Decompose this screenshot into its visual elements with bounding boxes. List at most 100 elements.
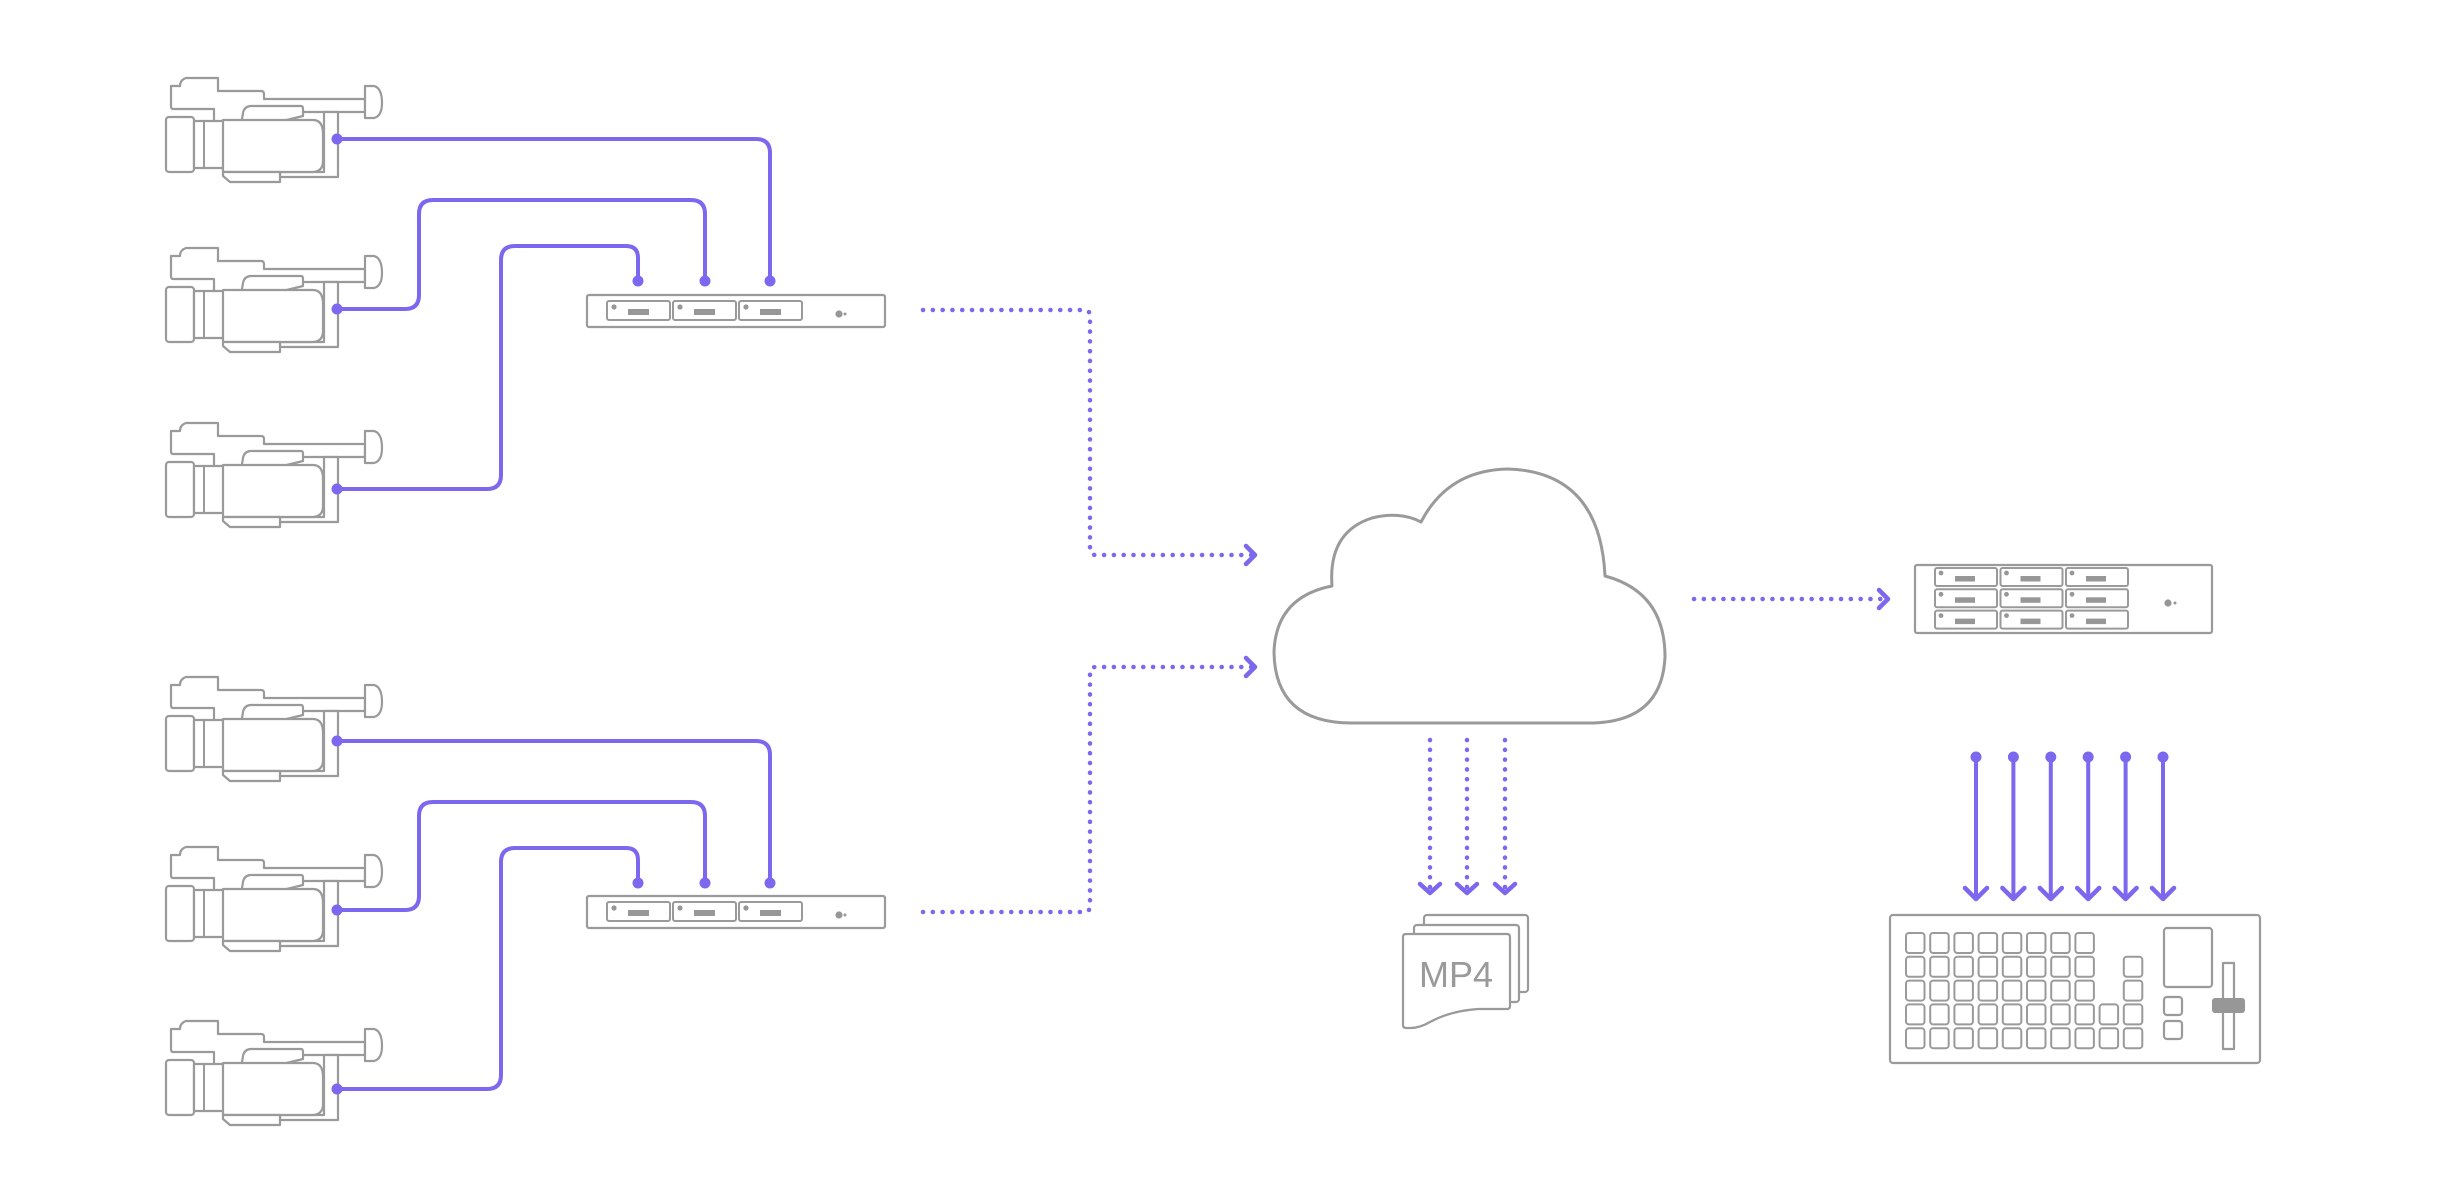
switcher-key xyxy=(1905,932,1926,954)
arrow-down-icon xyxy=(1492,881,1518,896)
connector-dot xyxy=(632,275,644,287)
switcher-key xyxy=(2026,1003,2047,1026)
video-switcher-icon xyxy=(1888,913,2262,1065)
camera-cables-top xyxy=(331,133,776,495)
switcher-key xyxy=(2050,979,2071,1002)
module-slot xyxy=(2086,576,2106,582)
module-slot xyxy=(2020,576,2041,582)
power-led xyxy=(2164,599,2172,607)
switcher-key xyxy=(2026,979,2047,1002)
connector-dot xyxy=(632,877,644,889)
arrow-right-icon xyxy=(1243,655,1258,679)
switcher-key xyxy=(2050,932,2071,954)
rack-decoder-icon xyxy=(1913,563,2214,635)
switcher-key xyxy=(2098,1003,2120,1026)
module-led xyxy=(1938,613,1944,618)
switcher-key xyxy=(2001,932,2023,954)
connector-dot xyxy=(2007,751,2019,763)
switcher-key xyxy=(2050,1003,2071,1026)
switcher-key xyxy=(2074,979,2095,1002)
mp4-file-stack-icon: MP4 xyxy=(1401,913,1530,1030)
switcher-inputs xyxy=(1962,751,2177,902)
module-led xyxy=(2004,613,2009,618)
switcher-key xyxy=(2026,932,2047,954)
switcher-key xyxy=(1929,932,1950,954)
connector-dot xyxy=(699,877,711,889)
switcher-key xyxy=(1929,1027,1950,1050)
rack-encoder-icon xyxy=(585,293,887,329)
module-led xyxy=(2069,570,2075,576)
module-slot xyxy=(2020,597,2041,603)
camera-group-bottom xyxy=(164,675,384,1127)
switcher-key xyxy=(2026,1027,2047,1050)
connector-dot xyxy=(699,275,711,287)
camera-cables-bottom xyxy=(331,735,776,1095)
switcher-key xyxy=(1953,1003,1974,1026)
switcher-key xyxy=(2001,1003,2023,1026)
switcher-key xyxy=(1929,1003,1950,1026)
connector-dot xyxy=(331,735,343,747)
switcher-key xyxy=(1953,932,1974,954)
video-camera-icon xyxy=(164,246,384,354)
arrow-down-icon xyxy=(2149,885,2177,902)
camera-group-top xyxy=(164,76,384,529)
video-camera-icon xyxy=(164,421,384,529)
switcher-key xyxy=(1953,1027,1974,1050)
connector-dot xyxy=(2045,751,2057,763)
module-slot xyxy=(2086,597,2106,603)
stream-link-top xyxy=(920,307,1257,558)
arrow-down-icon xyxy=(2000,885,2027,902)
switcher-key xyxy=(2122,1027,2144,1050)
arrow-down-icon xyxy=(1454,881,1480,896)
switcher-key xyxy=(1905,955,1926,978)
rack-encoder-icon xyxy=(585,894,887,930)
switcher-key xyxy=(1905,1003,1926,1026)
connector-dot xyxy=(331,303,343,315)
power-led xyxy=(2173,601,2177,605)
video-camera-icon xyxy=(164,845,384,953)
cable-camera-6 xyxy=(335,846,640,1091)
arrow-down-icon xyxy=(1962,885,1990,902)
switcher-key xyxy=(2122,979,2144,1002)
module-slot xyxy=(1955,618,1975,625)
connector-dot xyxy=(331,483,343,495)
module-slot xyxy=(1955,597,1975,603)
switcher-key xyxy=(1977,955,1999,978)
cable-camera-2 xyxy=(335,198,707,311)
switcher-key xyxy=(2050,955,2071,978)
switcher-key xyxy=(1977,979,1999,1002)
switcher-key xyxy=(2001,1027,2023,1050)
connector-dot xyxy=(764,275,776,287)
switcher-key xyxy=(1953,955,1974,978)
switcher-key xyxy=(1977,1027,1999,1050)
connector-dot xyxy=(1970,751,1982,763)
connector-dot xyxy=(331,904,343,916)
arrow-right-icon xyxy=(1243,543,1258,567)
module-slot xyxy=(1955,576,1975,582)
mp4-label: MP4 xyxy=(1419,954,1493,995)
cloud-icon xyxy=(1272,467,1667,725)
arrow-down-icon xyxy=(2037,885,2065,902)
switcher-key xyxy=(1953,979,1974,1002)
recording-links xyxy=(1417,737,1518,896)
arrow-right-icon xyxy=(1876,587,1891,611)
cable-camera-4 xyxy=(335,739,772,885)
fader-knob xyxy=(2212,998,2245,1013)
switcher-key xyxy=(2074,1027,2095,1050)
video-camera-icon xyxy=(164,76,384,184)
connector-dot xyxy=(331,133,343,145)
arrow-down-icon xyxy=(1417,881,1443,896)
connector-dot xyxy=(764,877,776,889)
switcher-key xyxy=(2074,955,2095,978)
cable-camera-1 xyxy=(335,137,772,283)
switcher-key xyxy=(1905,979,1926,1002)
switcher-key xyxy=(2001,979,2023,1002)
connector-dot xyxy=(2157,751,2169,763)
video-camera-icon xyxy=(164,1019,384,1127)
switcher-key xyxy=(2074,932,2095,954)
module-slot xyxy=(2086,618,2106,625)
cable-camera-3 xyxy=(335,244,640,491)
stream-link-bottom xyxy=(920,664,1257,915)
switcher-key xyxy=(2074,1003,2095,1026)
switcher-key xyxy=(1977,932,1999,954)
